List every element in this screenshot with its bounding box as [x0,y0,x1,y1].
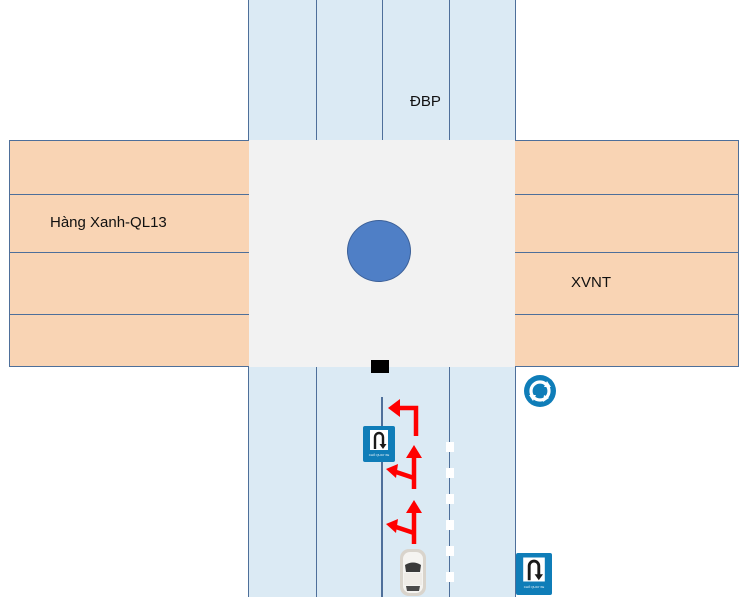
west-road [9,140,249,367]
dashed-lane-marking [446,546,454,556]
east-lane-line [515,252,739,253]
west-lane-line [9,314,249,315]
west-lane-line [9,194,249,195]
east-lane-line [515,194,739,195]
west-road-label: Hàng Xanh-QL13 [50,214,167,231]
north-lane-line [382,0,383,140]
left-straight-arrow-icon [386,445,422,489]
car-icon [400,549,426,596]
east-road-label: XVNT [571,274,612,291]
u-turn-sign-icon: CHỖ QUAY XE [516,553,552,595]
roundabout-sign-icon [522,373,558,409]
south-lane-line [449,367,450,597]
dashed-lane-marking [446,494,454,504]
dashed-lane-marking [446,442,454,452]
west-lane-line [9,252,249,253]
u-turn-sign-text: CHỖ QUAY XE [368,453,390,457]
north-road-label: ĐBP [410,93,441,110]
u-turn-sign-text: CHỖ QUAY XE [523,585,545,589]
left-straight-arrow-icon [386,500,422,544]
dashed-lane-marking [446,468,454,478]
left-turn-arrow-icon [388,399,419,436]
east-road [515,140,739,367]
north-lane-line [449,0,450,140]
south-median-line [381,397,383,597]
dashed-lane-marking [446,520,454,530]
dashed-lane-marking [446,572,454,582]
north-lane-line [316,0,317,140]
u-turn-sign-icon: CHỖ QUAY XE [363,426,395,462]
stop-line-icon [371,360,389,373]
roundabout-island [347,220,411,282]
east-lane-line [515,314,739,315]
south-lane-line [316,367,317,597]
